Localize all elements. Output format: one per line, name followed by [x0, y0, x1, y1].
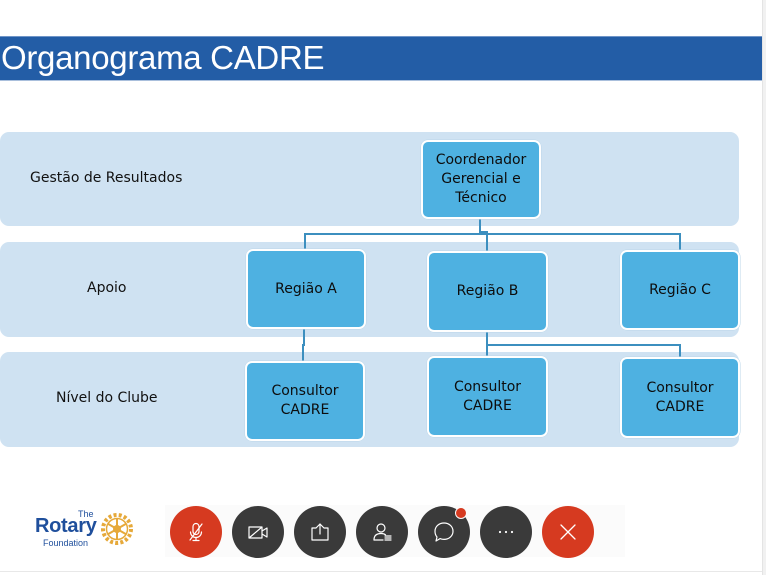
node-region-c: Região C: [620, 250, 740, 330]
level-label: Nível do Clube: [56, 390, 158, 406]
video-button[interactable]: [232, 506, 284, 558]
ellipsis-icon: [498, 530, 514, 534]
node-consultant-2: Consultor CADRE: [427, 356, 548, 437]
participants-button[interactable]: [356, 506, 408, 558]
level-band-clube: Nível do Clube: [0, 352, 739, 447]
chat-notification-badge: [455, 507, 467, 519]
video-off-icon: [248, 526, 268, 539]
level-label: Gestão de Resultados: [30, 170, 183, 186]
node-consultant-1: Consultor CADRE: [245, 361, 365, 441]
leave-meeting-button[interactable]: [542, 506, 594, 558]
participants-icon: [373, 523, 392, 541]
rotary-foundation-logo: The Rotary Foundation: [35, 509, 135, 551]
level-label: Apoio: [87, 280, 127, 296]
level-band-apoio: Apoio: [0, 242, 739, 337]
node-region-b: Região B: [427, 251, 548, 332]
share-screen-icon: [311, 523, 329, 541]
node-coordinator: Coordenador Gerencial e Técnico: [421, 140, 541, 219]
mute-button[interactable]: [170, 506, 222, 558]
node-region-a: Região A: [246, 249, 366, 329]
level-band-gestao: Gestão de Resultados: [0, 132, 739, 226]
more-options-button[interactable]: [480, 506, 532, 558]
slide-title-bar: Organograma CADRE: [0, 36, 766, 81]
slide-title: Organograma CADRE: [1, 39, 325, 76]
chat-icon: [434, 522, 454, 542]
rotary-wheel-icon: [101, 513, 133, 545]
chat-button[interactable]: [418, 506, 470, 558]
microphone-off-icon: [189, 522, 203, 542]
bottom-divider: [0, 571, 766, 572]
close-icon: [560, 524, 576, 540]
share-button[interactable]: [294, 506, 346, 558]
logo-the-text: The: [78, 509, 94, 519]
window-right-edge: [762, 0, 766, 575]
node-consultant-3: Consultor CADRE: [620, 357, 740, 438]
logo-foundation-text: Foundation: [43, 538, 89, 548]
logo-rotary-text: Rotary: [35, 515, 97, 537]
